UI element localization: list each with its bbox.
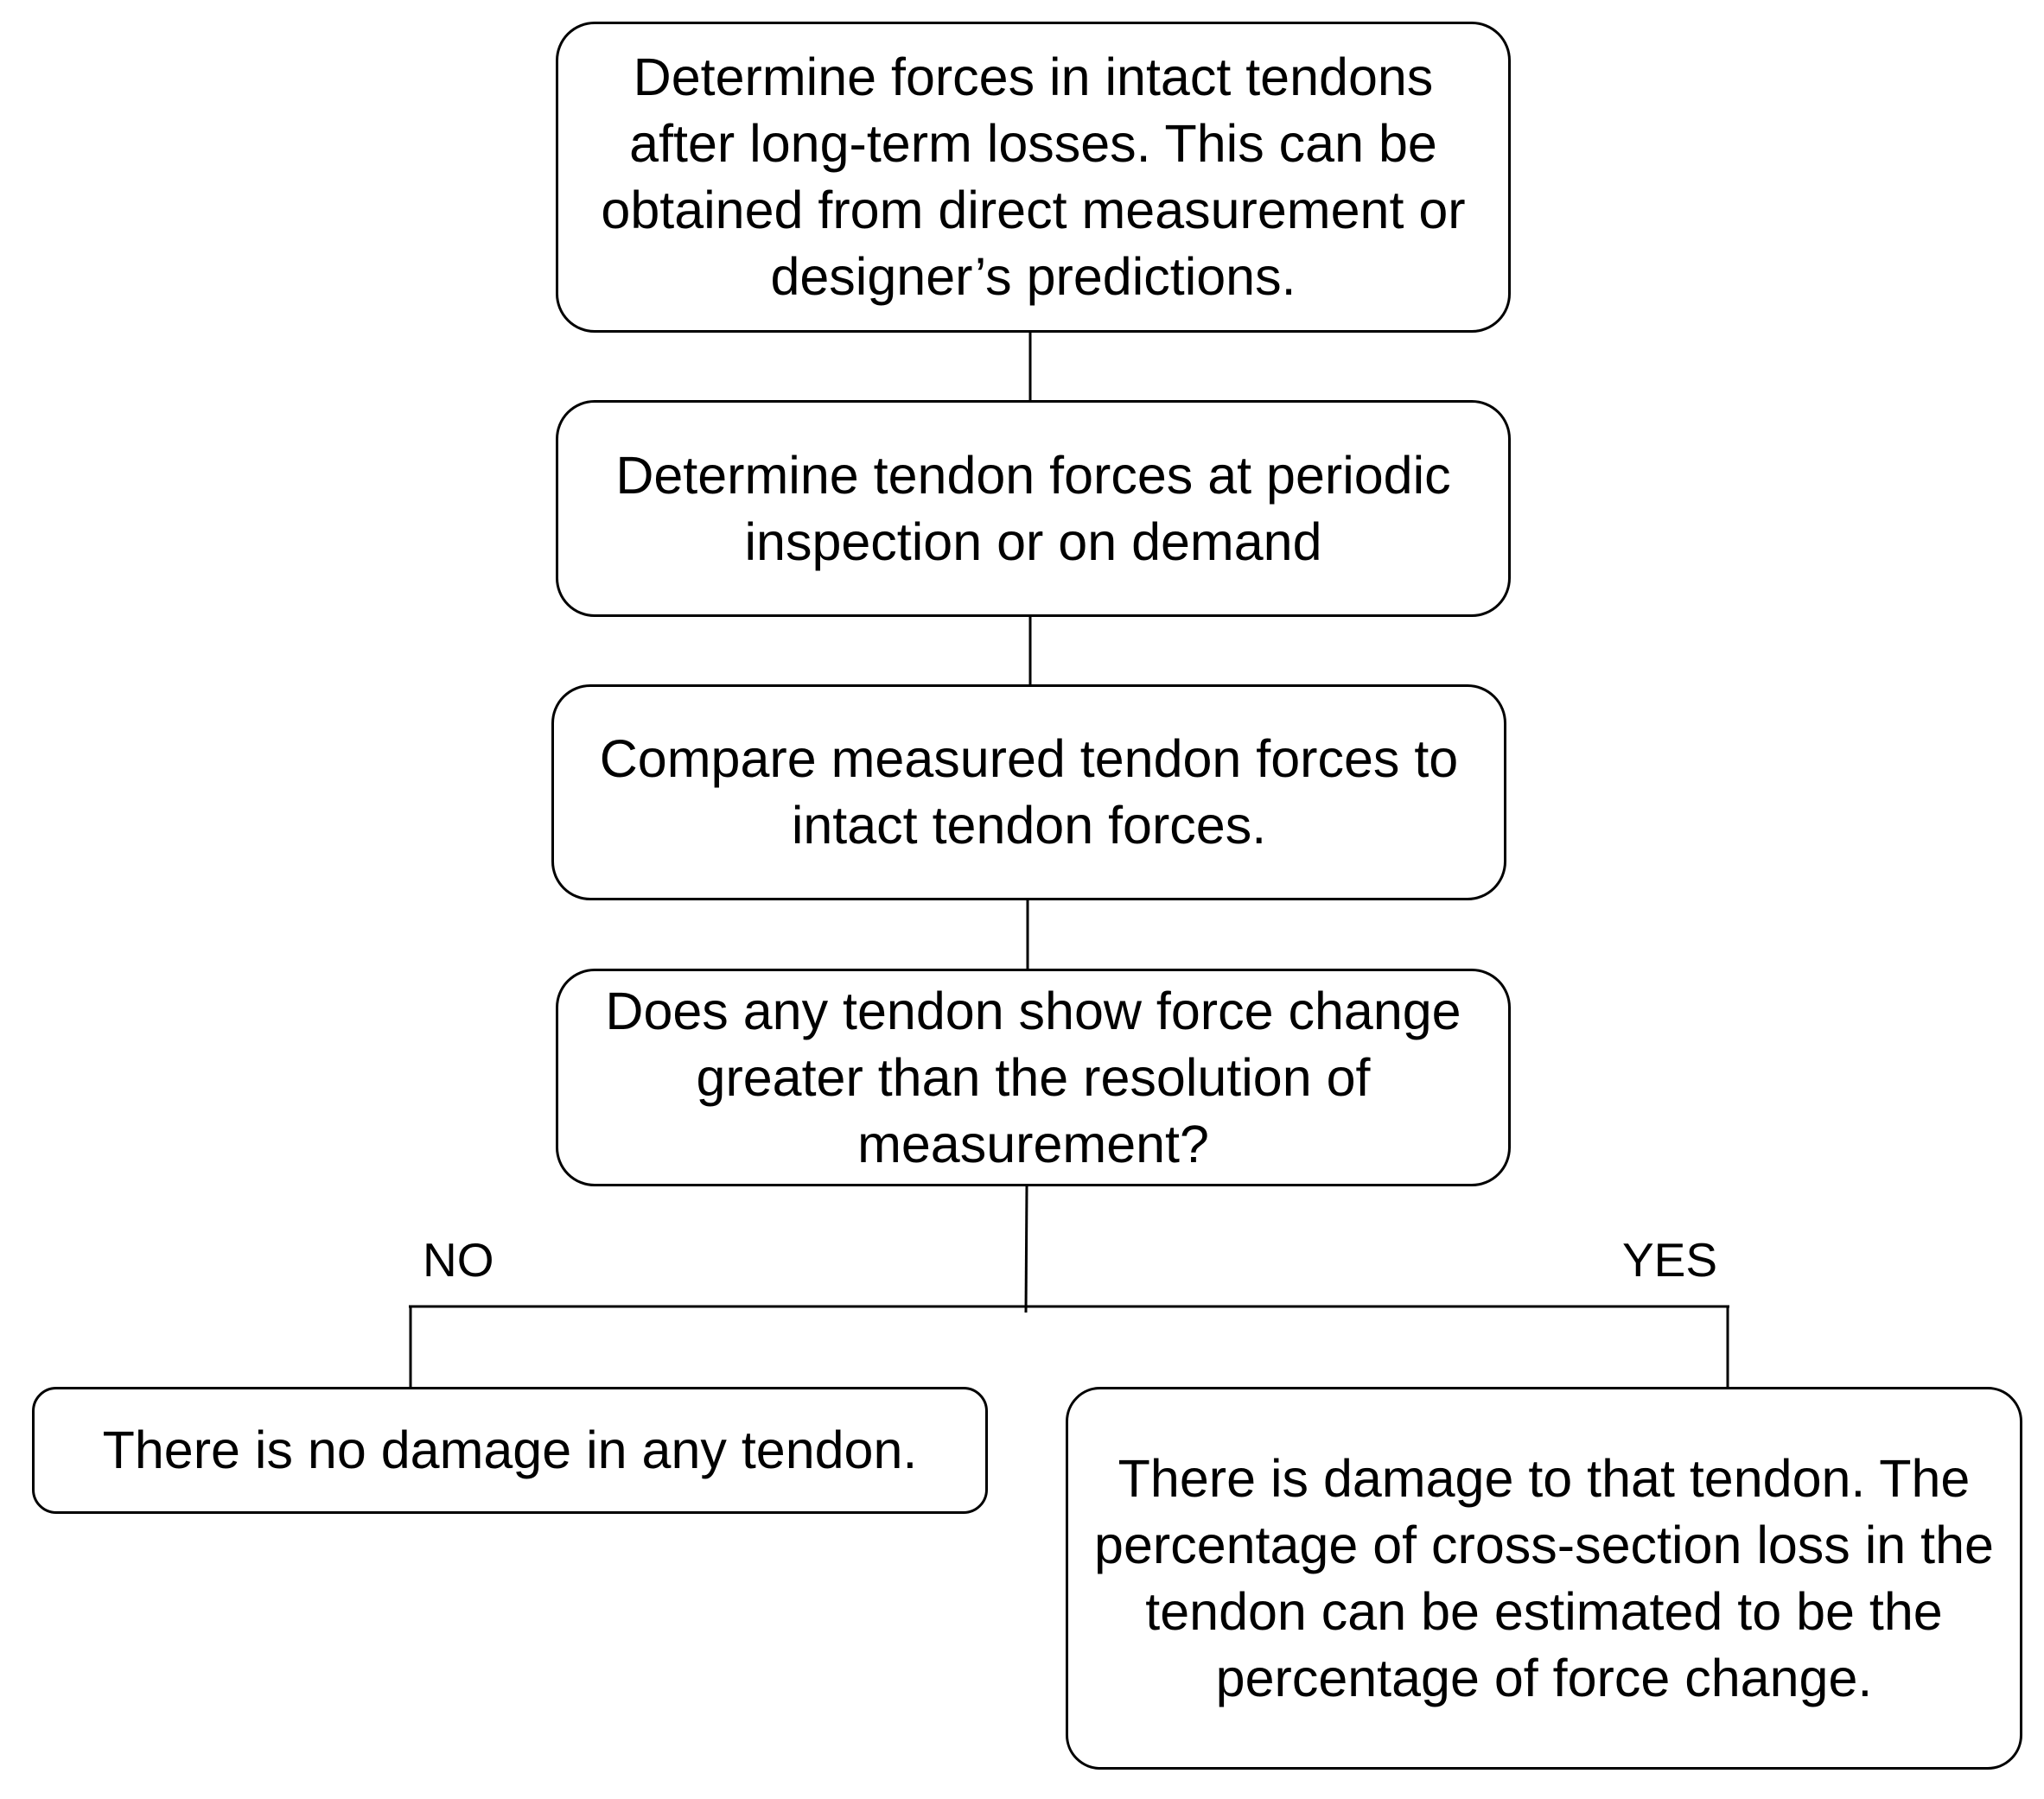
step-compare-forces-text: Compare measured tendon forces to intact… [599, 729, 1459, 855]
branch-label-no: NO [423, 1233, 494, 1287]
outcome-damage-text: There is damage to that tendon. The perc… [1094, 1448, 1994, 1707]
decision-force-change: Does any tendon show force change greate… [556, 969, 1511, 1186]
outcome-damage: There is damage to that tendon. The perc… [1066, 1387, 2022, 1770]
outcome-no-damage: There is no damage in any tendon. [32, 1387, 988, 1514]
step-determine-intact-forces: Determine forces in intact tendons after… [556, 22, 1511, 333]
step-determine-periodic-forces: Determine tendon forces at periodic insp… [556, 400, 1511, 617]
step-determine-periodic-forces-text: Determine tendon forces at periodic insp… [615, 445, 1451, 571]
outcome-no-damage-text: There is no damage in any tendon. [102, 1421, 918, 1479]
step-determine-intact-forces-text: Determine forces in intact tendons after… [601, 48, 1466, 306]
connector-decision-split [1024, 1186, 1028, 1313]
decision-force-change-text: Does any tendon show force change greate… [605, 981, 1461, 1173]
step-compare-forces: Compare measured tendon forces to intact… [551, 684, 1506, 900]
branch-label-yes: YES [1622, 1233, 1718, 1287]
